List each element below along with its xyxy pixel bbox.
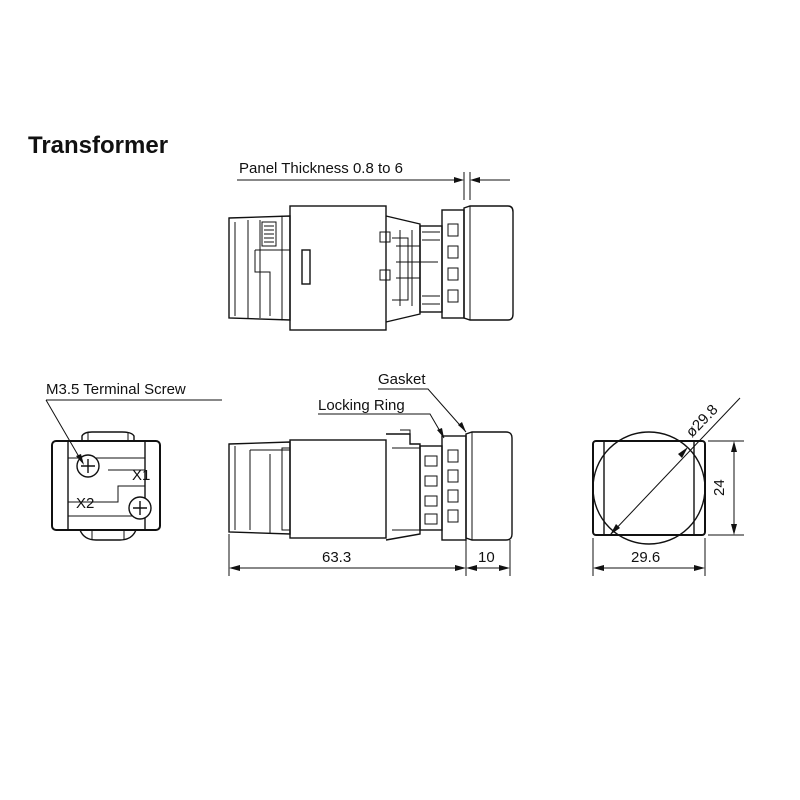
terminal-x1-label: X1 [132,467,150,484]
front-dome-circle [592,431,706,545]
width-dimension: 29.6 [631,549,660,566]
panel-thickness-label: Panel Thickness 0.8 to 6 [239,160,403,177]
terminal-end-view: X1 X2 M3.5 Terminal Screw [45,381,222,541]
gasket-label: Gasket [378,371,426,388]
page-title: Transformer [28,132,168,159]
top-side-view: Panel Thickness 0.8 to 6 [228,160,514,331]
middle-side-view: Gasket Locking Ring 63.3 10 [228,371,513,576]
head-length-dimension: 10 [478,549,495,566]
terminal-x2-label: X2 [76,495,94,512]
terminal-screw-label: M3.5 Terminal Screw [46,381,186,398]
body-length-dimension: 63.3 [322,549,351,566]
locking-ring-label: Locking Ring [318,397,405,414]
height-dimension: 24 [711,479,728,496]
diameter-dimension: ø29.8 [683,401,722,440]
front-view: ø29.8 24 29.6 [592,397,744,576]
